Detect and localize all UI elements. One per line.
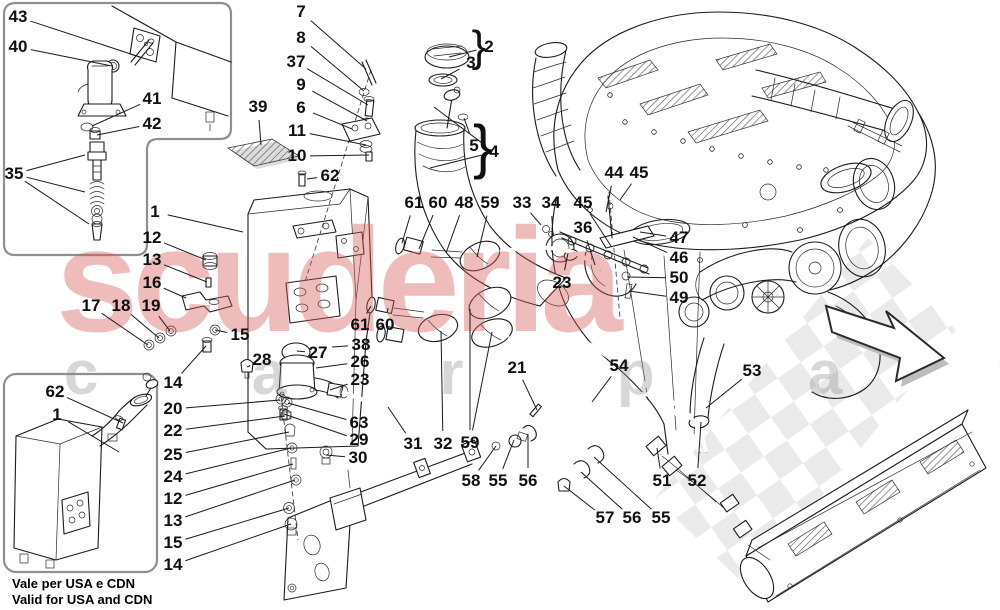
oil-cooler-illustration <box>719 409 987 603</box>
heat-shield-patch <box>227 138 302 169</box>
support-frame-bracket <box>275 393 482 601</box>
filler-bracket-hardware <box>341 43 470 162</box>
validity-note-line1: Vale per USA e CDN <box>12 576 136 591</box>
inset-pump-detail <box>2 1 233 257</box>
direction-arrow <box>824 304 949 387</box>
inset-usa-cdn-tank <box>2 372 159 574</box>
validity-note-line2: Valid for USA and CDN <box>12 592 153 608</box>
hose-fittings <box>366 236 513 348</box>
engine-illustration <box>532 11 936 455</box>
validity-note: Vale per USA e CDN Valid for USA and CDN <box>12 576 152 609</box>
tank-mount-hardware <box>143 252 254 379</box>
oil-tank-illustration <box>247 69 569 450</box>
oil-hoses <box>341 245 725 509</box>
